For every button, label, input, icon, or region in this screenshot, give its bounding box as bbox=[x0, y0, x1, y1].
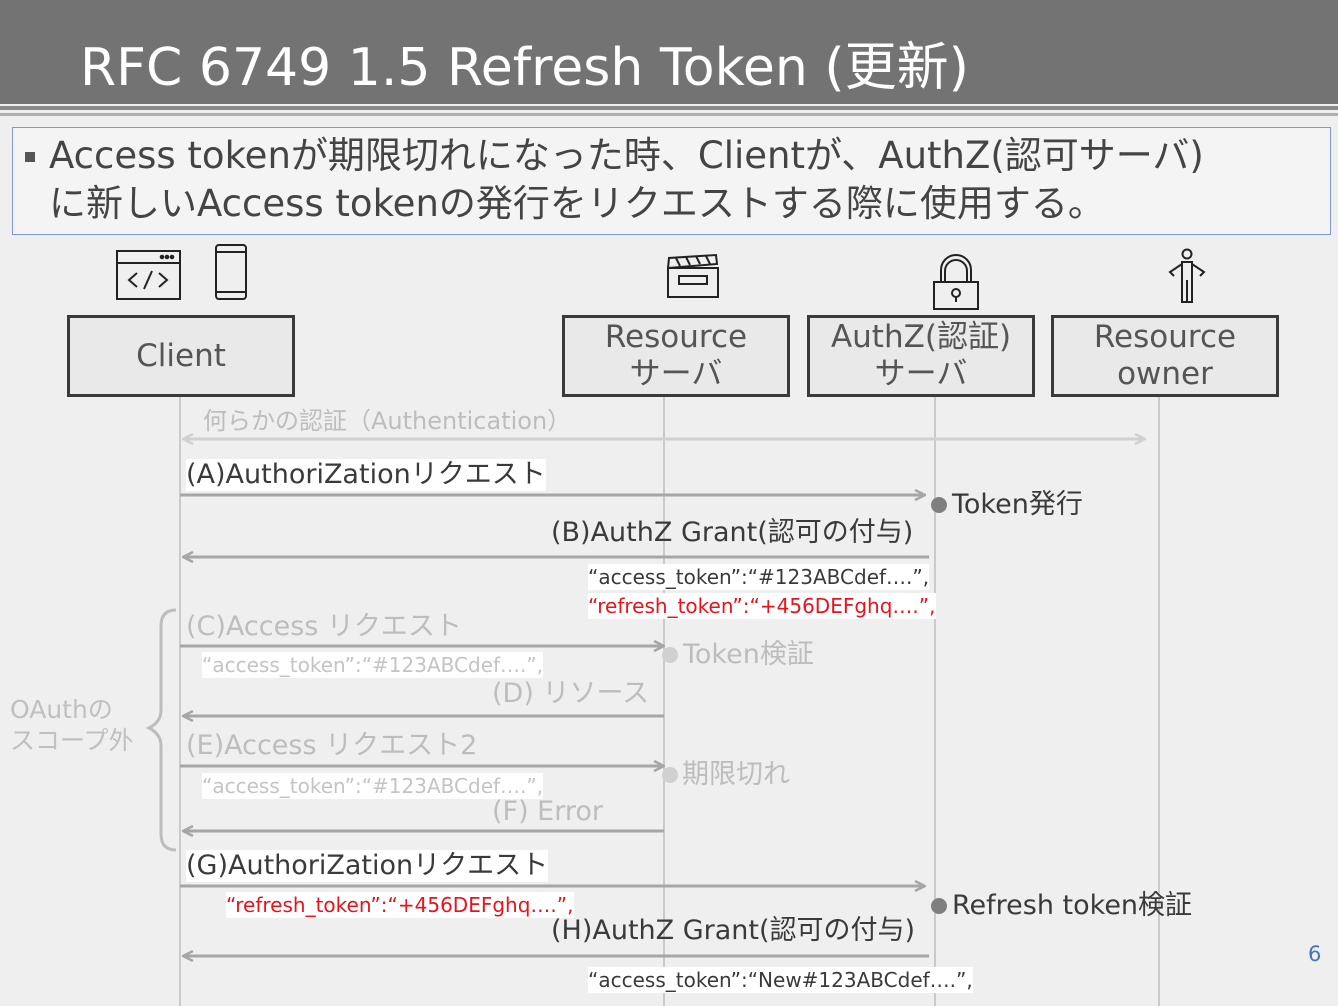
resource-owner-label-1: Resource bbox=[1093, 319, 1237, 355]
resource-server-label-2: サーバ bbox=[629, 356, 723, 392]
title-divider-thin bbox=[0, 113, 1338, 116]
scope-label: OAuthの スコープ外 bbox=[10, 695, 134, 755]
g-refresh-token: “refresh_token”:“+456DEFghq….”, bbox=[226, 892, 574, 918]
resource-owner-box: Resource owner bbox=[1051, 315, 1279, 397]
message-e-label: (E)Access リクエスト2 bbox=[186, 730, 478, 761]
e-access-token: “access_token”:“#123ABCdef….”, bbox=[202, 773, 544, 799]
refresh-verify-label: Refresh token検証 bbox=[952, 890, 1193, 921]
bullet-line-2: に新しいAccess tokenの発行をリクエストする際に使用する。 bbox=[49, 182, 1105, 225]
resource-server-box: Resource サーバ bbox=[562, 315, 790, 397]
h-access-token: “access_token”:“New#123ABCdef….”, bbox=[588, 967, 973, 993]
title-bar bbox=[0, 0, 1338, 104]
code-window-icon bbox=[116, 250, 181, 300]
expired-dot bbox=[662, 767, 678, 783]
bullet-box: Access tokenが期限切れになった時、Clientが、AuthZ(認可サ… bbox=[12, 127, 1331, 235]
bullet-square-icon bbox=[25, 152, 35, 162]
bullet-line-1: Access tokenが期限切れになった時、Clientが、AuthZ(認可サ… bbox=[49, 134, 1204, 177]
token-issue-dot bbox=[931, 497, 947, 513]
message-g-label: (G)AuthoriZationリクエスト bbox=[186, 850, 549, 882]
padlock-icon bbox=[933, 254, 979, 310]
authz-server-label-2: サーバ bbox=[874, 356, 968, 392]
authentication-label: 何らかの認証（Authentication） bbox=[203, 407, 572, 435]
message-a-label: (A)AuthoriZationリクエスト bbox=[186, 459, 546, 491]
person-icon bbox=[1168, 248, 1206, 303]
refresh-verify-dot bbox=[931, 898, 947, 914]
b-refresh-token: “refresh_token”:“+456DEFghq….”, bbox=[588, 593, 936, 619]
message-b-label: (B)AuthZ Grant(認可の付与) bbox=[551, 517, 914, 548]
client-box: Client bbox=[67, 315, 295, 397]
page-number: 6 bbox=[1308, 942, 1322, 966]
message-h-label: (H)AuthZ Grant(認可の付与) bbox=[551, 915, 916, 946]
message-d-label: (D) リソース bbox=[492, 678, 650, 709]
message-c-label: (C)Access リクエスト bbox=[186, 611, 462, 642]
message-f-label: (F) Error bbox=[492, 796, 603, 827]
token-verify-label: Token検証 bbox=[683, 639, 814, 670]
token-verify-dot bbox=[662, 647, 678, 663]
slide-title: RFC 6749 1.5 Refresh Token (更新) bbox=[80, 38, 969, 98]
resource-server-label-1: Resource bbox=[604, 319, 748, 355]
smartphone-icon bbox=[215, 244, 247, 300]
expired-label: 期限切れ bbox=[682, 759, 790, 790]
scope-brace bbox=[145, 608, 177, 852]
authz-server-label-1: AuthZ(認証) bbox=[830, 319, 1012, 355]
c-access-token: “access_token”:“#123ABCdef….”, bbox=[202, 652, 544, 678]
client-label: Client bbox=[136, 337, 226, 374]
title-divider bbox=[0, 106, 1338, 110]
resource-owner-label-2: owner bbox=[1117, 356, 1213, 392]
authz-server-box: AuthZ(認証) サーバ bbox=[807, 315, 1035, 397]
clapperboard-icon bbox=[666, 253, 719, 298]
token-issue-label: Token発行 bbox=[952, 489, 1083, 520]
b-access-token: “access_token”:“#123ABCdef….”, bbox=[588, 564, 930, 590]
